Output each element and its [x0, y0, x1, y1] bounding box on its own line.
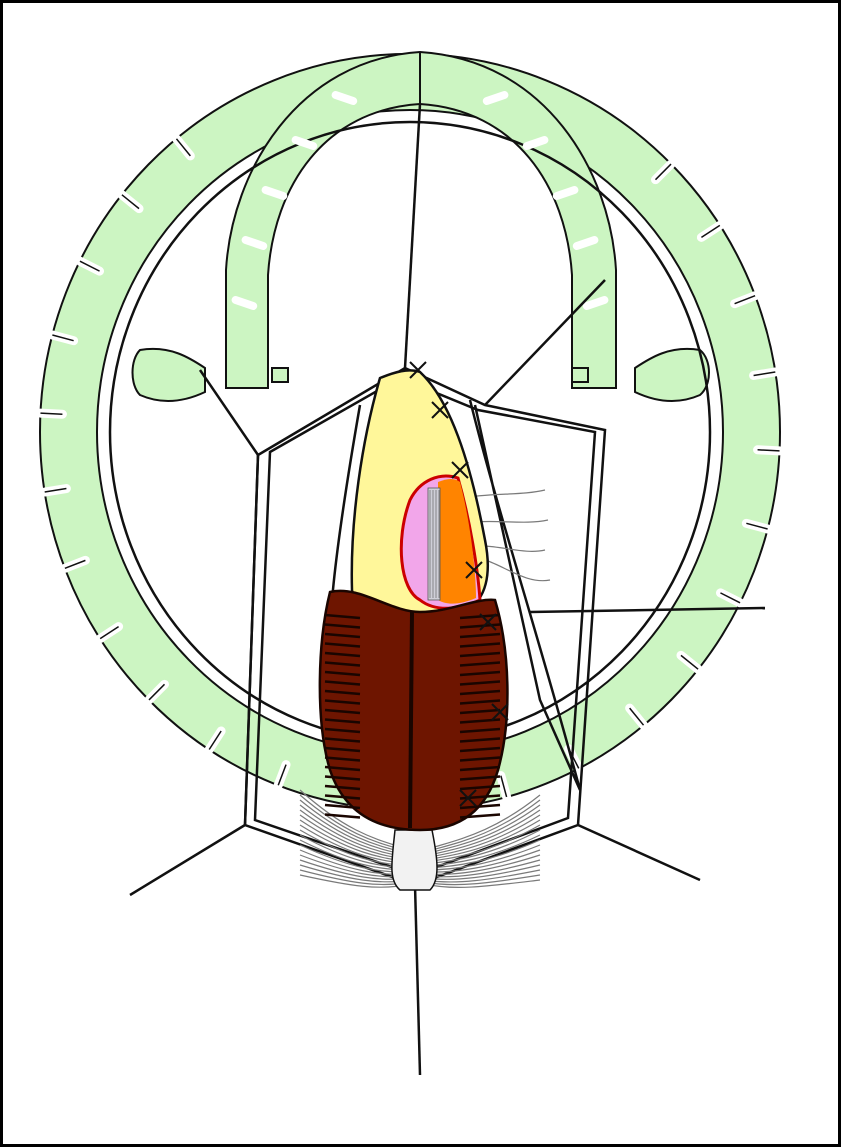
tendon — [392, 830, 437, 890]
striation-line — [325, 815, 360, 818]
retractor-clip-right — [572, 368, 588, 382]
retractor-wing-right — [635, 349, 709, 401]
muscle-raphe — [410, 612, 412, 828]
retractor-notch — [246, 240, 264, 246]
retractor-notch — [266, 190, 284, 196]
retractor-notch — [487, 95, 505, 101]
retractor-notch — [587, 300, 605, 306]
retractor-notch — [236, 300, 254, 306]
retractor-clip-left — [272, 368, 288, 382]
retractor-notch — [296, 140, 314, 146]
retractor-wing-left — [133, 349, 206, 401]
retractor-notch — [577, 240, 595, 246]
retractor-notch — [527, 140, 545, 146]
retractor-notch — [557, 190, 575, 196]
retractor-notch — [336, 95, 354, 101]
